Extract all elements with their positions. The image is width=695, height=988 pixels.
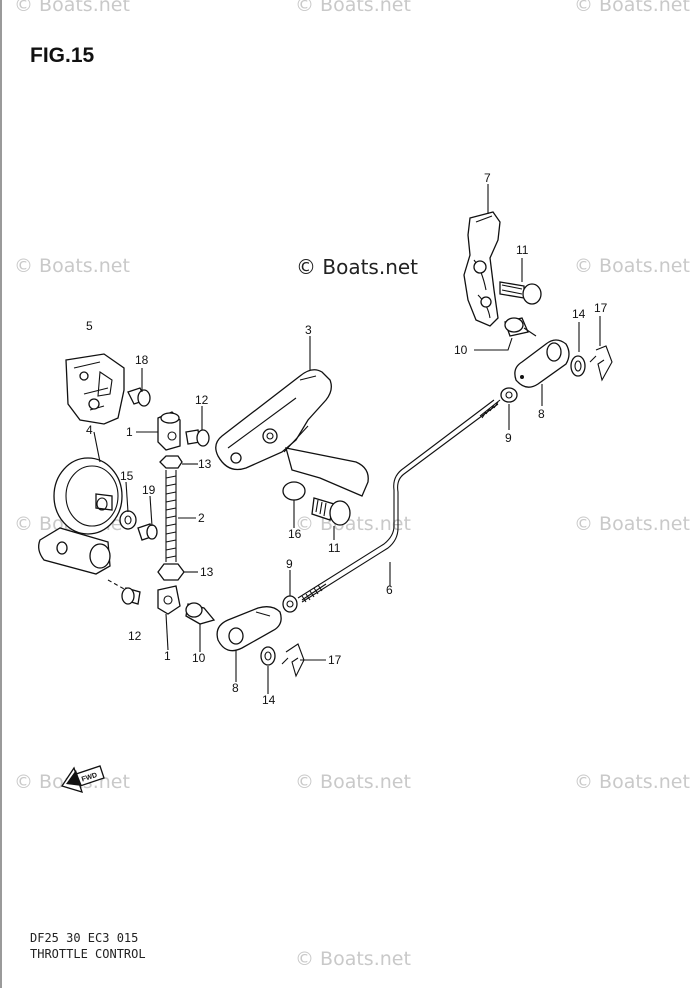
center-watermark: © Boats.net [296,255,419,279]
callout-16: 16 [288,527,302,541]
part-13-nut-upper [159,455,183,469]
callout-11: 11 [516,243,529,257]
part-1-joint-upper [157,411,181,451]
callout-19: 19 [142,483,156,497]
part-14-washer-lower [260,646,276,666]
callout-11: 11 [328,541,341,555]
footer-name: THROTTLE CONTROL [30,947,146,961]
callout-2: 2 [198,511,205,525]
fwd-label: FWD [81,772,98,784]
part-5-plate [65,353,125,425]
part-4-cam [38,457,123,575]
callout-17: 17 [328,653,342,667]
part-11-bolt-upper [499,281,542,305]
callout-9: 9 [505,431,512,445]
page-left-edge [0,0,2,988]
part-17-clip-upper [589,345,613,382]
callout-14: 14 [572,307,586,321]
watermark: © Boats.net [14,255,130,277]
part-10-pin-upper [504,317,537,337]
watermark: © Boats.net [295,948,411,970]
part-3-throttle-lever [215,369,369,497]
watermark: © Boats.net [574,255,690,277]
callout-4: 4 [86,423,93,437]
watermark: © Boats.net [14,0,130,16]
callout-10: 10 [454,343,468,357]
part-8-joint-lower [216,606,282,652]
fwd-arrow-icon: FWD [60,765,105,793]
part-1-joint-lower [157,585,181,615]
part-11-bolt-lower [311,497,351,526]
part-9-nut-lower [282,595,298,613]
part-7-bracket [463,211,501,327]
part-14-washer-upper [570,355,586,377]
part-10-pin-lower [185,602,216,625]
part-19-screw [137,523,158,541]
watermark: © Boats.net [295,0,411,16]
part-18-screw [127,387,151,407]
callout-13: 13 [200,565,214,579]
footer-code: DF25 30 EC3 015 [30,931,139,945]
callout-10: 10 [192,651,206,665]
callout-8: 8 [232,681,239,695]
watermark: © Boats.net [574,0,690,16]
callout-14: 14 [262,693,276,707]
callout-3: 3 [305,323,312,337]
part-6-link-rod [297,399,501,603]
callout-17: 17 [594,301,608,315]
part-17-clip-lower [281,643,305,678]
callout-9: 9 [286,557,293,571]
figure-title: FIG.15 [30,44,95,67]
callout-6: 6 [386,583,393,597]
callout-12: 12 [195,393,209,407]
part-8-joint-upper [514,339,570,388]
part-15-washer [119,510,137,530]
part-12-bolt-upper [185,429,210,447]
watermark: © Boats.net [574,513,690,535]
callouts: 7 11 14 17 10 8 9 5 18 3 4 12 1 13 15 19… [86,171,608,707]
callout-8: 8 [538,407,545,421]
watermark: © Boats.net [574,771,690,793]
callout-1: 1 [126,425,133,439]
callout-18: 18 [135,353,149,367]
figure-footer: DF25 30 EC3 015 THROTTLE CONTROL [30,930,146,962]
callout-7: 7 [484,171,491,185]
callout-15: 15 [120,469,134,483]
callout-13: 13 [198,457,212,471]
callout-1: 1 [164,649,171,663]
callout-12: 12 [128,629,142,643]
part-12-bolt-lower [107,579,141,605]
part-13-nut-lower [157,563,185,581]
part-9-nut-upper [500,387,518,403]
callout-5: 5 [86,319,93,333]
watermark: © Boats.net [295,771,411,793]
part-16-washer [282,481,306,501]
leader-lines [93,184,601,694]
part-2-rod [165,470,177,562]
